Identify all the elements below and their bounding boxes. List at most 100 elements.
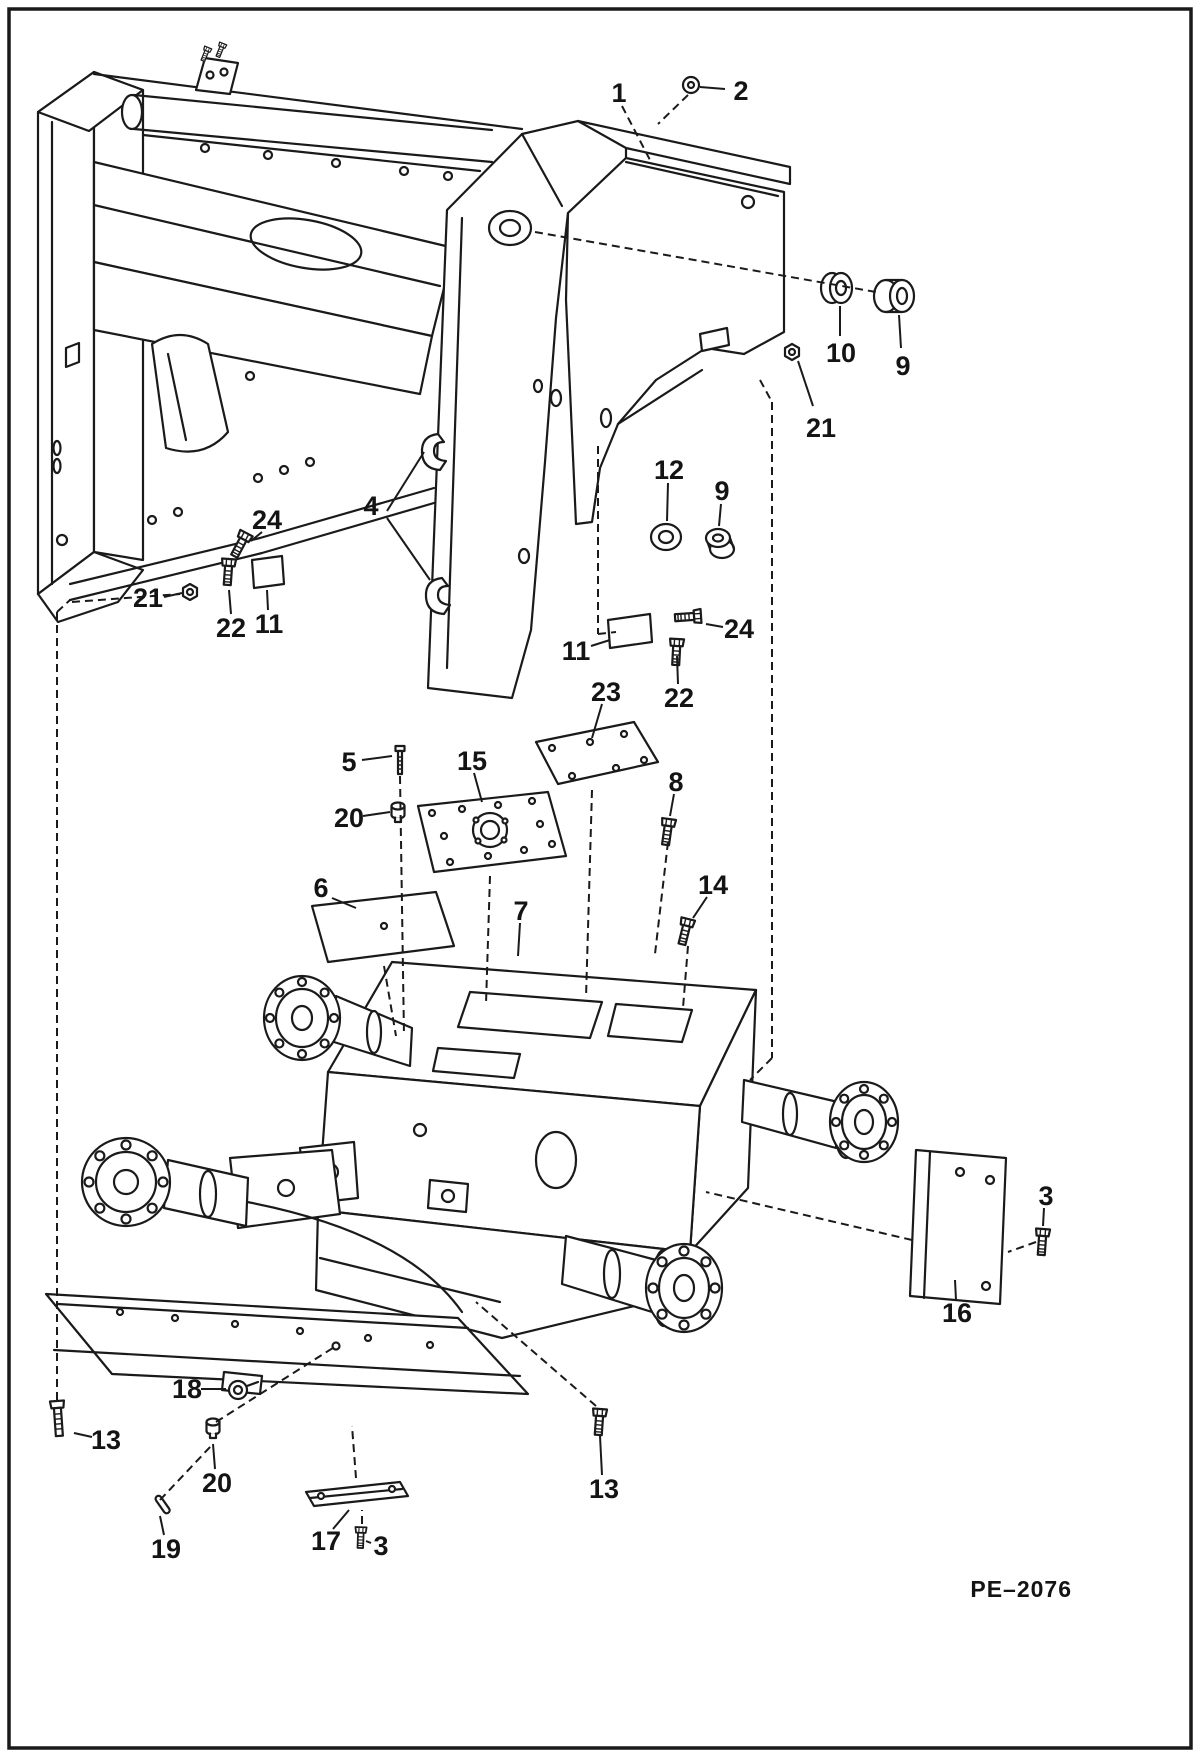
hub-bolt-hole [274, 987, 285, 998]
leader-line-12 [666, 482, 669, 522]
callout-20: 20 [334, 803, 364, 833]
leader-line-14 [692, 896, 708, 919]
hub-bolt-hole [830, 1116, 842, 1128]
callout-21: 21 [806, 413, 836, 443]
callout-16: 16 [942, 1298, 972, 1328]
dashed-leader-line [682, 945, 689, 1009]
callout-6: 6 [313, 873, 328, 903]
callout-22: 22 [664, 683, 694, 713]
hub-bolt-hole [839, 1093, 850, 1104]
hub-bolt-hole [296, 1048, 308, 1060]
hub-bolt-hole [700, 1308, 712, 1320]
hub-bolt-hole [656, 1308, 668, 1320]
callout-23: 23 [591, 677, 621, 707]
dashed-leader-line [597, 631, 617, 635]
dashed-leader-line [657, 94, 689, 125]
hub-bolt-hole [120, 1139, 132, 1151]
leader-line-15 [473, 772, 483, 803]
hub-bolt-hole [656, 1256, 668, 1268]
hub-bolt-hole [700, 1256, 712, 1268]
dashed-leader-line [383, 965, 397, 1037]
leader-line-3 [365, 1540, 372, 1544]
leader-line-4 [386, 517, 431, 581]
leader-line-3 [1042, 1207, 1045, 1227]
dashed-leader-line [534, 231, 877, 293]
dashed-leader-line [705, 1191, 913, 1241]
hub-bolt-hole [120, 1213, 132, 1225]
callout-1: 1 [611, 78, 626, 108]
dashed-leader-line [621, 105, 651, 161]
callout-15: 15 [457, 746, 487, 776]
upper-frame-art [36, 41, 792, 700]
leader-line-9 [718, 503, 722, 527]
leader-line-6 [331, 897, 357, 909]
callout-3: 3 [373, 1531, 388, 1561]
hub-bolt-hole [146, 1150, 158, 1162]
leader-line-13 [73, 1432, 93, 1438]
lower-frame-art [44, 960, 900, 1396]
hub-bolt-hole [678, 1319, 690, 1331]
callout-17: 17 [311, 1526, 341, 1556]
hub-bolt-hole [328, 1012, 340, 1024]
leader-line-16 [954, 1279, 957, 1301]
hub-bolt-hole [264, 1012, 276, 1024]
dashed-leader-line [475, 1301, 597, 1407]
callout-14: 14 [698, 870, 728, 900]
hub-bolt-hole [878, 1093, 889, 1104]
dashed-leader-line [215, 1345, 337, 1423]
callout-13: 13 [589, 1474, 619, 1504]
figure-reference: PE–2076 [970, 1576, 1072, 1602]
dashed-leader-line [71, 593, 181, 603]
callout-20: 20 [202, 1468, 232, 1498]
callout-7: 7 [513, 896, 528, 926]
leader-line-20 [212, 1443, 216, 1470]
hub-bolt-hole [858, 1083, 870, 1095]
hardware-art [48, 75, 1052, 1550]
callout-13: 13 [91, 1425, 121, 1455]
hub-bolt-hole [94, 1150, 106, 1162]
hub-bolt-hole [83, 1176, 95, 1188]
hub-bolt-hole [296, 976, 308, 988]
callout-22: 22 [216, 613, 246, 643]
callout-2: 2 [733, 76, 748, 106]
leader-line-11 [590, 639, 611, 647]
dashed-leader-line [654, 841, 669, 955]
cover-plates-art [304, 720, 1008, 1508]
callout-4: 4 [363, 491, 378, 521]
leader-line-17 [332, 1509, 350, 1530]
callout-24: 24 [252, 505, 282, 535]
hub-bolt-hole [858, 1149, 870, 1161]
leader-line-13 [599, 1435, 603, 1476]
dashed-leader-line [399, 775, 405, 1037]
hub-bolt-hole [319, 1038, 330, 1049]
dashed-leader-line [351, 1425, 357, 1479]
hub-bolt-hole [94, 1202, 106, 1214]
leader-line-20 [362, 811, 391, 817]
dashed-leader-line [1007, 1241, 1037, 1253]
callout-11: 11 [562, 636, 591, 666]
hub-bolt-hole [157, 1176, 169, 1188]
hub-bolt-hole [709, 1282, 721, 1294]
callout-19: 19 [151, 1534, 181, 1564]
callout-21: 21 [133, 583, 163, 613]
hub-bolt-holes [83, 976, 898, 1331]
callout-10: 10 [826, 338, 856, 368]
leader-line-9 [898, 314, 902, 349]
hub-bolt-hole [886, 1116, 898, 1128]
callout-9: 9 [895, 351, 910, 381]
hub-bolt-hole [839, 1140, 850, 1151]
callout-3: 3 [1038, 1181, 1053, 1211]
leader-line-22 [676, 655, 679, 685]
callout-8: 8 [668, 767, 683, 797]
page-border [7, 7, 1193, 1750]
callout-11: 11 [255, 609, 284, 639]
dashed-leader-line [749, 1057, 773, 1081]
leader-line-21 [163, 592, 183, 598]
leader-line-11 [266, 589, 269, 611]
leader-line-24 [250, 531, 263, 542]
leader-line-19 [159, 1515, 165, 1536]
leader-line-24 [705, 623, 724, 628]
